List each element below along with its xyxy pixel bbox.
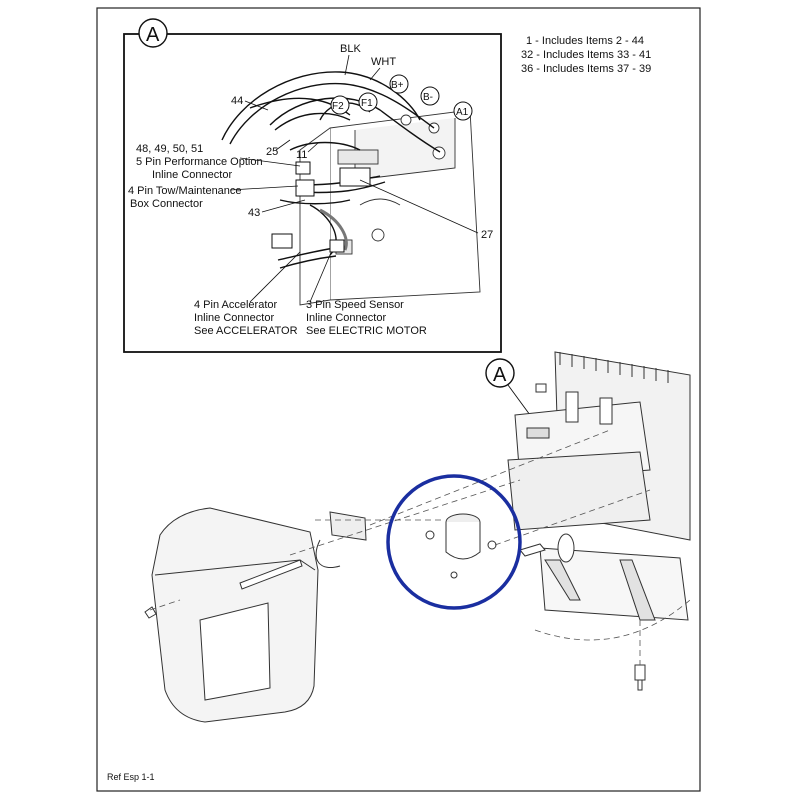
main-callout-leader [507,384,531,416]
tow-box-line-2: Box Connector [130,198,203,210]
hardware-bolts [144,383,646,691]
detail-leader-lines [229,54,479,303]
reference-label: Ref Esp 1-1 [107,772,155,782]
accelerator-line-3: See ACCELERATOR [194,325,298,337]
detail-controller-box [299,109,481,306]
main-callout-letter: A [493,364,507,386]
controller-block [507,391,651,531]
tow-box-line-1: 4 Pin Tow/Maintenance [128,185,242,197]
speed-sensor-line-3: See ELECTRIC MOTOR [306,325,427,337]
item-27-label: 27 [481,229,493,241]
terminal-f2-circle [330,95,350,115]
terminal-f1-label: F1 [361,98,373,109]
terminal-a1-label: A1 [456,107,469,118]
terminal-a1-circle [453,101,473,121]
perf-option-line-2: 5 Pin Performance Option [136,156,263,168]
accelerator-line-1: 4 Pin Accelerator [194,299,277,311]
speed-sensor-line-2: Inline Connector [306,312,386,324]
alignment-lines [149,429,691,665]
detail-a-callout-letter: A [146,24,160,46]
terminal-bminus-circle [420,86,440,106]
main-exploded-assembly: A [144,351,691,723]
item-44-label: 44 [231,95,243,107]
detail-a-callout-circle [138,18,168,48]
note-line-3: 36 - Includes Items 37 - 39 [521,63,651,75]
terminal-bminus-label: B- [423,92,433,103]
wire-label-wht: WHT [371,56,396,68]
perf-option-line-3: Inline Connector [152,169,232,181]
accelerator-line-2: Inline Connector [194,312,274,324]
terminal-bplus-circle [389,74,409,94]
page-border [96,7,701,792]
detail-terminal-labels: F2 F1 B+ B- A1 [330,74,473,121]
terminal-bplus-label: B+ [391,80,404,91]
perf-option-line-1: 48, 49, 50, 51 [136,143,203,155]
wire-label-blk: BLK [340,43,361,55]
solenoid [425,513,497,579]
highlight-circle [386,474,522,610]
motor-cover [151,507,319,723]
terminal-f1-circle [358,92,378,112]
speed-sensor-line-1: 3 Pin Speed Sensor [306,299,404,311]
note-line-2: 32 - Includes Items 33 - 41 [521,49,651,61]
item-43-label: 43 [248,207,260,219]
note-line-1: 1 - Includes Items 2 - 44 [526,35,644,47]
item-25-label: 25 [266,146,278,158]
main-callout-circle [485,358,515,388]
item-11-label: 11 [296,149,307,161]
terminal-f2-label: F2 [332,101,344,112]
detail-a-inset: A [123,18,502,353]
